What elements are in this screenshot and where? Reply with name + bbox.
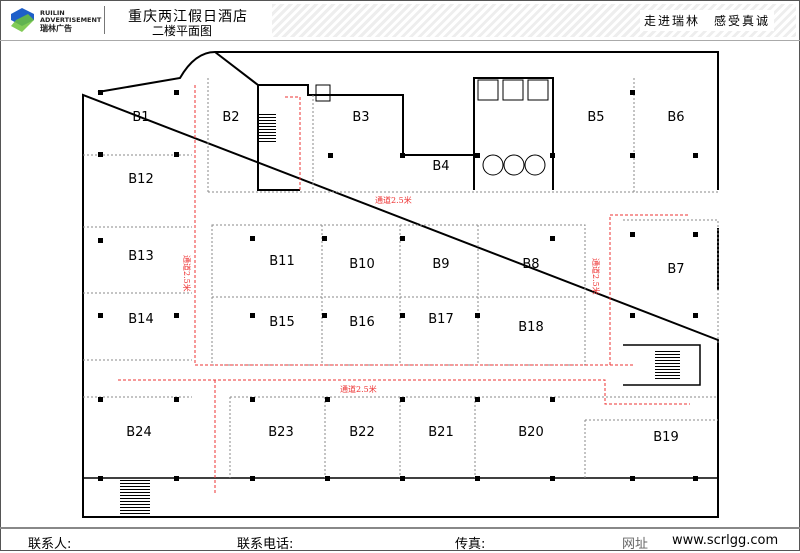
fax-label: 传真: — [455, 537, 486, 552]
brand-en-1: RUILIN — [40, 9, 65, 17]
store-b10[interactable]: B10 — [349, 257, 374, 272]
website-link[interactable]: www.scrlgg.com — [672, 533, 779, 548]
store-b6[interactable]: B6 — [667, 110, 684, 125]
contact-label: 联系人: — [28, 537, 72, 552]
website-label: 网址 — [622, 537, 649, 552]
stairs-icon — [120, 112, 680, 515]
store-b20[interactable]: B20 — [518, 425, 543, 440]
brand-cn: 瑞林广告 — [40, 24, 72, 33]
store-b9[interactable]: B9 — [432, 257, 449, 272]
store-b3[interactable]: B3 — [352, 110, 369, 125]
store-b7[interactable]: B7 — [667, 262, 684, 277]
store-b12[interactable]: B12 — [128, 172, 153, 187]
store-b19[interactable]: B19 — [653, 430, 678, 445]
logo-icon — [11, 8, 34, 32]
aisle-label-right: 通道2.5米 — [591, 258, 601, 295]
elevators — [315, 79, 549, 176]
store-b8[interactable]: B8 — [522, 257, 539, 272]
store-b18[interactable]: B18 — [518, 320, 543, 335]
header: RUILIN ADVERTISEMENT 瑞林广告 重庆两江假日酒店 二楼平面图… — [0, 0, 800, 41]
brand-en-2: ADVERTISEMENT — [40, 16, 102, 24]
divider — [104, 6, 105, 34]
store-b1[interactable]: B1 — [132, 110, 149, 125]
phone-label: 联系电话: — [237, 537, 294, 552]
footer: 联系人: 联系电话: 传真: 网址 www.scrlgg.com — [0, 527, 800, 553]
store-b2[interactable]: B2 — [222, 110, 239, 125]
aisle-arrows — [118, 85, 690, 495]
store-b24[interactable]: B24 — [126, 425, 151, 440]
store-b11[interactable]: B11 — [269, 254, 294, 269]
store-b14[interactable]: B14 — [128, 312, 153, 327]
aisle-label-left: 通道2.5米 — [182, 255, 192, 292]
store-b13[interactable]: B13 — [128, 249, 153, 264]
page-subtitle: 二楼平面图 — [152, 24, 213, 38]
store-b4[interactable]: B4 — [432, 159, 449, 174]
page-title: 重庆两江假日酒店 — [128, 9, 248, 25]
store-b21[interactable]: B21 — [428, 425, 453, 440]
store-b22[interactable]: B22 — [349, 425, 374, 440]
slogan: 走进瑞林 感受真诚 — [640, 10, 775, 31]
store-b16[interactable]: B16 — [349, 315, 374, 330]
columns — [98, 90, 698, 481]
store-b17[interactable]: B17 — [428, 312, 453, 327]
store-b15[interactable]: B15 — [269, 315, 294, 330]
store-b5[interactable]: B5 — [587, 110, 604, 125]
aisle-label-bottom: 通道2.5米 — [340, 384, 377, 394]
aisle-label-top: 通道2.5米 — [375, 195, 412, 205]
store-b23[interactable]: B23 — [268, 425, 293, 440]
